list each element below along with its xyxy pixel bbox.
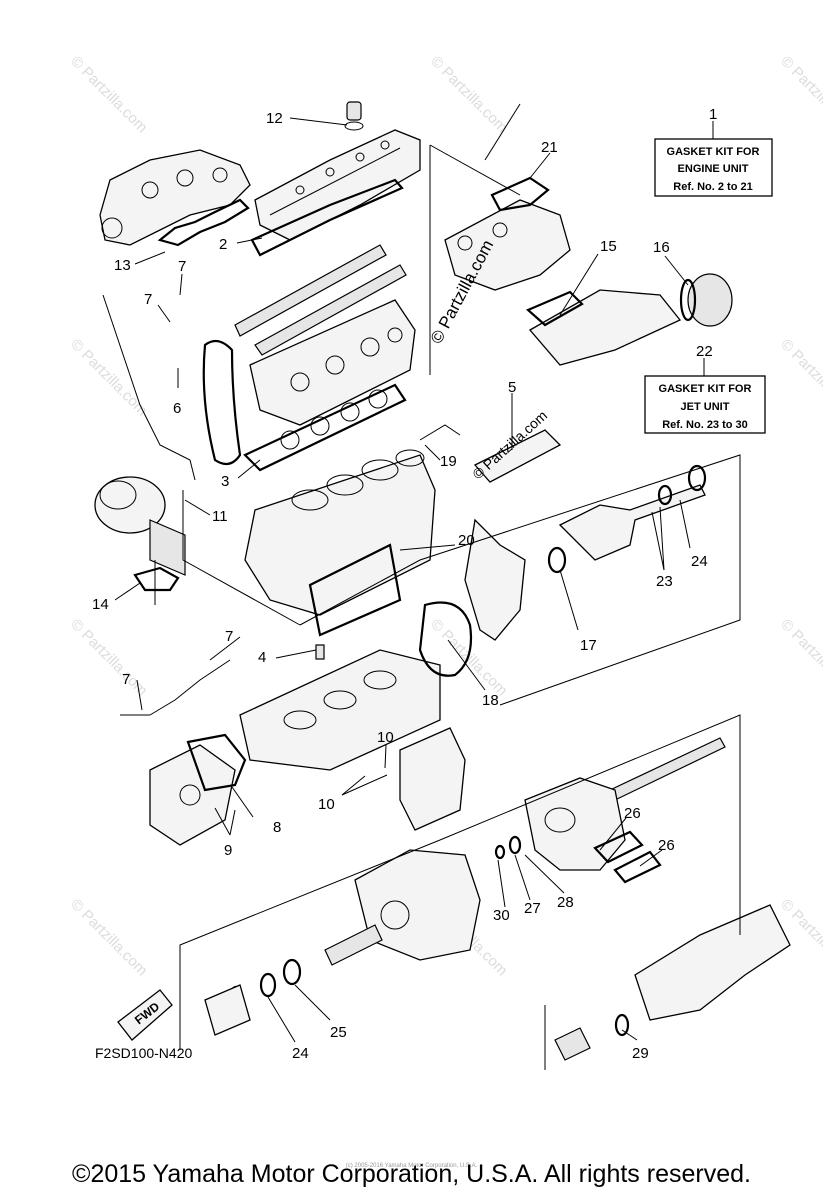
engine-kit-callout: 1: [709, 106, 717, 123]
callout-12: 12: [266, 110, 283, 127]
coupling-housing: [324, 849, 481, 966]
callout-13: 13: [114, 257, 131, 274]
callout-16: 16: [653, 239, 670, 256]
head-gasket: [243, 383, 407, 472]
engine-kit-line1: GASKET KIT FOR: [667, 146, 760, 158]
watermark-text: © Partzilla.com: [67, 336, 150, 419]
callout-28: 28: [557, 894, 574, 911]
exhaust-gasket: [157, 198, 250, 247]
callout-18: 18: [482, 692, 499, 709]
engine-kit-line3: Ref. No. 2 to 21: [673, 181, 752, 193]
watermark-text: © Partzilla.com: [777, 53, 823, 136]
callout-14: 14: [92, 596, 109, 613]
fwd-arrow: FWD: [117, 989, 173, 1041]
callout-25: 25: [330, 1024, 347, 1041]
callout-30: 30: [493, 907, 510, 924]
callout-leaders: [114, 103, 691, 1043]
watermark-text: © Partzilla.com: [777, 336, 823, 419]
jet-kit-line2: JET UNIT: [681, 401, 730, 413]
jet-gasket-kit-box: 22 GASKET KIT FOR JET UNIT Ref. No. 23 t…: [644, 343, 766, 434]
watermark-text: © Partzilla.com: [427, 53, 510, 136]
crankcase: [239, 649, 441, 771]
ignition-coil-cover: [473, 429, 562, 483]
jet-kit-line1: GASKET KIT FOR: [659, 383, 752, 395]
callout-26: 26: [658, 837, 675, 854]
callout-5: 5: [508, 379, 516, 396]
camshaft: [234, 244, 407, 356]
pump-gasket: [186, 733, 247, 792]
callout-23: 23: [656, 573, 673, 590]
diagram-code: F2SD100-N420: [95, 1045, 192, 1061]
dipstick: [102, 294, 196, 481]
callout-7: 7: [178, 258, 186, 275]
cover-plate: [593, 830, 662, 884]
callout-7: 7: [144, 291, 152, 308]
callout-11: 11: [212, 508, 228, 525]
callout-24: 24: [691, 553, 708, 570]
coupler: [204, 984, 251, 1036]
callout-4: 4: [258, 649, 266, 666]
callout-17: 17: [580, 637, 597, 654]
turbocharger: [94, 476, 186, 576]
intermediate-housing: [524, 777, 626, 871]
oil-cooler: [464, 518, 526, 641]
cylinder-block: [244, 449, 436, 616]
callout-29: 29: [632, 1045, 649, 1062]
water-hose: [419, 424, 461, 441]
callout-6: 6: [173, 400, 181, 417]
jet-pump-shaft: [558, 484, 706, 561]
callout-3: 3: [221, 473, 229, 490]
turbo-gasket: [133, 566, 180, 592]
engine-kit-line2: ENGINE UNIT: [678, 163, 749, 175]
head-cover-gasket: [250, 178, 404, 257]
drive-shaft: [609, 737, 726, 801]
cylinder-head: [249, 299, 416, 426]
watermark-text: © Partzilla.com: [777, 616, 823, 699]
throttle-body: [528, 273, 733, 366]
callout-20: 20: [458, 532, 475, 549]
oil-filler-cap: [344, 101, 364, 131]
small-copyright: (c) 2005-2016 Yamaha Motor Corporation, …: [345, 1163, 478, 1169]
callout-8: 8: [273, 819, 281, 836]
callout-10: 10: [318, 796, 335, 813]
exhaust-manifold: [99, 149, 251, 246]
callout-26: 26: [624, 805, 641, 822]
dowel-pin: [315, 644, 325, 660]
watermark-text: © Partzilla.com: [67, 896, 150, 979]
watermark-text: © Partzilla.com: [67, 53, 150, 136]
group-frame: [154, 144, 741, 1070]
engine-gasket-kit-box: 1 GASKET KIT FOR ENGINE UNIT Ref. No. 2 …: [654, 106, 773, 197]
callout-27: 27: [524, 900, 541, 917]
callout-7: 7: [225, 628, 233, 645]
intake-gasket: [490, 176, 550, 212]
copyright-footer: ©2015 Yamaha Motor Corporation, U.S.A. A…: [72, 1160, 751, 1188]
callout-19: 19: [440, 453, 457, 470]
oil-pump: [149, 744, 236, 846]
cooler-gasket: [418, 601, 473, 677]
callout-2: 2: [219, 236, 227, 253]
jet-housing: [554, 904, 791, 1061]
oil-pipe: [120, 659, 231, 716]
timing-chain: [202, 339, 242, 466]
valve-cover: [254, 129, 421, 241]
callout-9: 9: [224, 842, 232, 859]
callout-21: 21: [541, 139, 558, 156]
jet-kit-line3: Ref. No. 23 to 30: [662, 419, 748, 431]
throttle-gasket: [525, 278, 697, 327]
intake-manifold: [444, 199, 571, 291]
seal-ring: [547, 464, 707, 574]
ecu-unit: [399, 727, 466, 831]
cover-gasket: [308, 543, 402, 637]
callout-labels: 12 2 13 7 7 6 3 11 14 4 7 7 8 9 10 10 21…: [92, 110, 708, 1062]
callout-15: 15: [600, 238, 617, 255]
callout-24: 24: [292, 1045, 309, 1062]
callout-10: 10: [377, 729, 394, 746]
callout-7: 7: [122, 671, 130, 688]
jet-kit-callout: 22: [696, 343, 713, 360]
